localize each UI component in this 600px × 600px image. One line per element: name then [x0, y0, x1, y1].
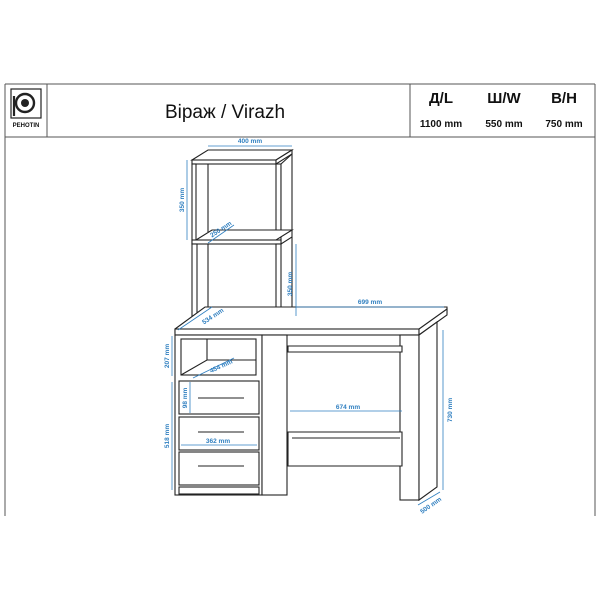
brand-logo: PEHOTIN [10, 88, 42, 129]
dim-shelf-depth-line [207, 224, 235, 244]
logo-ring-icon [14, 92, 36, 114]
height-value: 750 mm [545, 119, 582, 130]
pedestal-plinth [178, 486, 260, 495]
product-title: Віраж / Virazh [165, 102, 285, 123]
dim-table-depth-line [417, 491, 441, 506]
dim-shelf-height: 350 mm [179, 188, 186, 212]
shelf-bottom-front [191, 239, 282, 245]
dim-niche-depth-line [192, 357, 235, 379]
logo-core-icon [21, 99, 29, 107]
length-value: 1100 mm [420, 119, 462, 130]
dim-table-depth: 500 mm [419, 496, 443, 516]
logo-box [10, 88, 42, 119]
shelf-top-panel [190, 149, 294, 161]
dim-top-length: 699 mm [358, 299, 382, 306]
drawer-3 [178, 451, 260, 486]
dim-top-depth-line [177, 306, 213, 331]
table-top-front [174, 328, 420, 336]
right-leg-side [418, 320, 438, 502]
width-value: 550 mm [485, 119, 522, 130]
left-post [191, 243, 198, 322]
dim-drawer-height: 98 mm [182, 387, 189, 408]
logo-text: PEHOTIN [13, 123, 40, 129]
dim-drawer-block-height: 518 mm [164, 424, 171, 448]
dim-shelf-width: 400 mm [238, 138, 262, 145]
desk-drawing [174, 149, 448, 502]
dim-drawer-width: 362 mm [206, 438, 230, 445]
height-label: В/Н [551, 90, 577, 107]
pedestal-side [261, 334, 288, 496]
width-label: Ш/W [487, 90, 521, 107]
length-label: Д/L [429, 90, 453, 107]
right-leg-front [399, 334, 420, 501]
upper-back-rail [287, 345, 403, 353]
dimension-annotations: 400 mm 350 mm 250 mm 350 mm 534 mm 699 m… [164, 138, 454, 516]
lower-modesty-panel [287, 431, 403, 467]
dim-post-height: 350 mm [287, 272, 294, 296]
shelf-top-front [191, 159, 277, 165]
open-niche [180, 338, 257, 376]
table-top-side-edge [418, 307, 448, 337]
dim-table-height: 730 mm [447, 398, 454, 422]
drawer-2 [178, 416, 260, 451]
shelf-left-wall [191, 163, 197, 245]
dim-knee-space: 674 mm [336, 404, 360, 411]
dim-niche-height: 207 mm [164, 344, 171, 368]
